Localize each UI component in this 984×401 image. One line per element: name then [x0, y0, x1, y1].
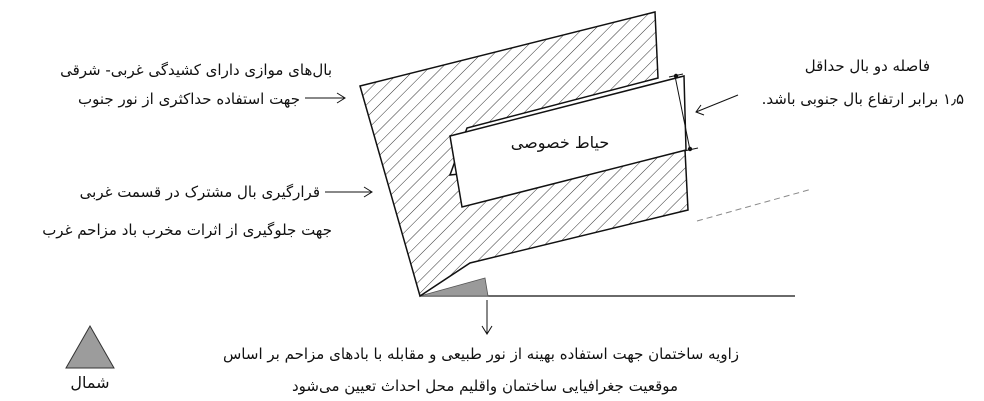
dimension-line	[674, 75, 691, 151]
angle-caption-line2: موقعیت جغرافیایی ساختمان واقلیم محل احدا…	[291, 377, 679, 395]
angle-sector	[419, 277, 489, 297]
arrow-to-dimension	[695, 94, 739, 116]
wings-label-line2: جهت استفاده حداکثری از نور جنوب	[78, 90, 300, 108]
common-wing-label-line1: قرارگیری بال مشترک در قسمت غربی	[79, 183, 320, 201]
arrow-to-wings	[305, 92, 346, 104]
distance-label-line1: فاصله دو بال حداقل	[804, 57, 930, 75]
dimension-dot-top	[673, 73, 679, 79]
angle-caption-line1: زاویه ساختمان جهت استفاده بهینه از نور ط…	[223, 345, 739, 363]
courtyard-label: حیاط خصوصی	[510, 133, 610, 152]
common-wing-label-line2: جهت جلوگیری از اثرات مخرب باد مزاحم غرب	[42, 221, 332, 239]
north-label: شمال	[70, 373, 110, 392]
north-arrow-icon	[65, 324, 115, 369]
dimension-dot-bottom	[687, 146, 693, 152]
courtyard-area	[449, 75, 687, 208]
arrow-to-angle	[481, 300, 493, 335]
distance-label-line2: ۱٫۵ برابر ارتفاع بال جنوبی باشد.	[761, 90, 964, 108]
arrow-to-common-wing	[325, 186, 373, 198]
wings-label-line1: بال‌های موازی دارای کشیدگی غربی- شرقی	[60, 61, 332, 79]
orientation-dashed-line	[696, 188, 813, 222]
